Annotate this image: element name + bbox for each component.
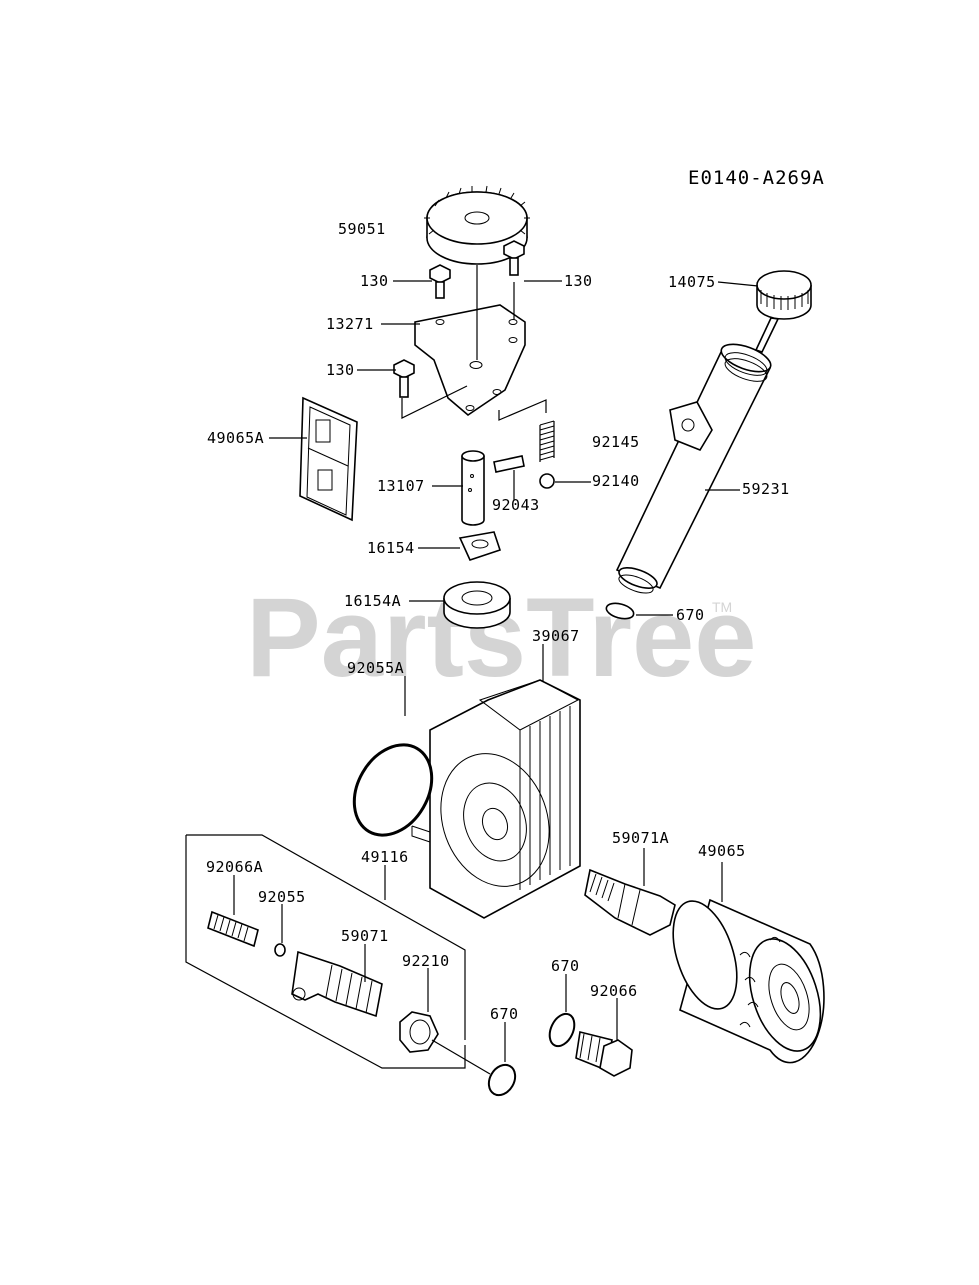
- label-92066: 92066: [590, 982, 638, 1000]
- filter-screen-49065A[interactable]: [299, 396, 358, 522]
- label-59231: 59231: [742, 480, 790, 498]
- label-59051: 59051: [338, 220, 386, 238]
- drain-plug-92066[interactable]: [575, 1031, 633, 1077]
- label-130-left: 130: [360, 272, 389, 290]
- bolt-130-left[interactable]: [429, 264, 451, 299]
- label-670-tube: 670: [676, 606, 705, 624]
- label-92055A: 92055A: [347, 659, 404, 677]
- spring-92145[interactable]: [539, 420, 555, 462]
- label-49065A: 49065A: [207, 429, 264, 447]
- o-ring-670-mid[interactable]: [545, 1010, 579, 1050]
- o-ring-92055[interactable]: [274, 943, 286, 957]
- watermark-trademark: TM: [712, 599, 732, 615]
- pin-92043[interactable]: [493, 455, 525, 473]
- label-39067: 39067: [532, 627, 580, 645]
- fitting-59071A[interactable]: [584, 868, 676, 936]
- label-13107: 13107: [377, 477, 425, 495]
- label-49116: 49116: [361, 848, 409, 866]
- label-130-mid: 130: [326, 361, 355, 379]
- fitting-59071[interactable]: [291, 950, 383, 1018]
- label-670-mid: 670: [551, 957, 580, 975]
- outer-rotor-16154A[interactable]: [443, 581, 511, 629]
- diagram-code: E0140-A269A: [688, 167, 825, 189]
- o-ring-670-bottom[interactable]: [484, 1060, 521, 1100]
- label-92055: 92055: [258, 888, 306, 906]
- gear-59051[interactable]: [424, 185, 530, 265]
- label-59071A: 59071A: [612, 829, 669, 847]
- label-14075: 14075: [668, 273, 716, 291]
- oil-filter-49065[interactable]: [661, 893, 833, 1064]
- label-16154A: 16154A: [344, 592, 401, 610]
- o-ring-670-tube[interactable]: [605, 601, 636, 622]
- bolt-130-right[interactable]: [503, 240, 525, 276]
- bolt-130-mid[interactable]: [393, 359, 415, 398]
- shaft-13107[interactable]: [461, 450, 485, 526]
- plate-13271[interactable]: [414, 304, 526, 417]
- inner-rotor-16154[interactable]: [458, 531, 502, 561]
- pump-housing-39067[interactable]: [411, 679, 581, 919]
- label-670-bottom: 670: [490, 1005, 519, 1023]
- label-49065: 49065: [698, 842, 746, 860]
- label-92043: 92043: [492, 496, 540, 514]
- label-92145: 92145: [592, 433, 640, 451]
- label-130-right: 130: [564, 272, 593, 290]
- label-92210: 92210: [402, 952, 450, 970]
- ball-92140[interactable]: [539, 473, 555, 489]
- label-59071: 59071: [341, 927, 389, 945]
- label-13271: 13271: [326, 315, 374, 333]
- label-92140: 92140: [592, 472, 640, 490]
- filler-tube-59231[interactable]: [615, 339, 774, 597]
- label-16154: 16154: [367, 539, 415, 557]
- o-ring-92055A[interactable]: [339, 731, 448, 849]
- oil-cap-14075[interactable]: [754, 270, 812, 353]
- nut-92210[interactable]: [399, 1011, 439, 1053]
- plug-92066A[interactable]: [207, 910, 259, 948]
- label-92066A: 92066A: [206, 858, 263, 876]
